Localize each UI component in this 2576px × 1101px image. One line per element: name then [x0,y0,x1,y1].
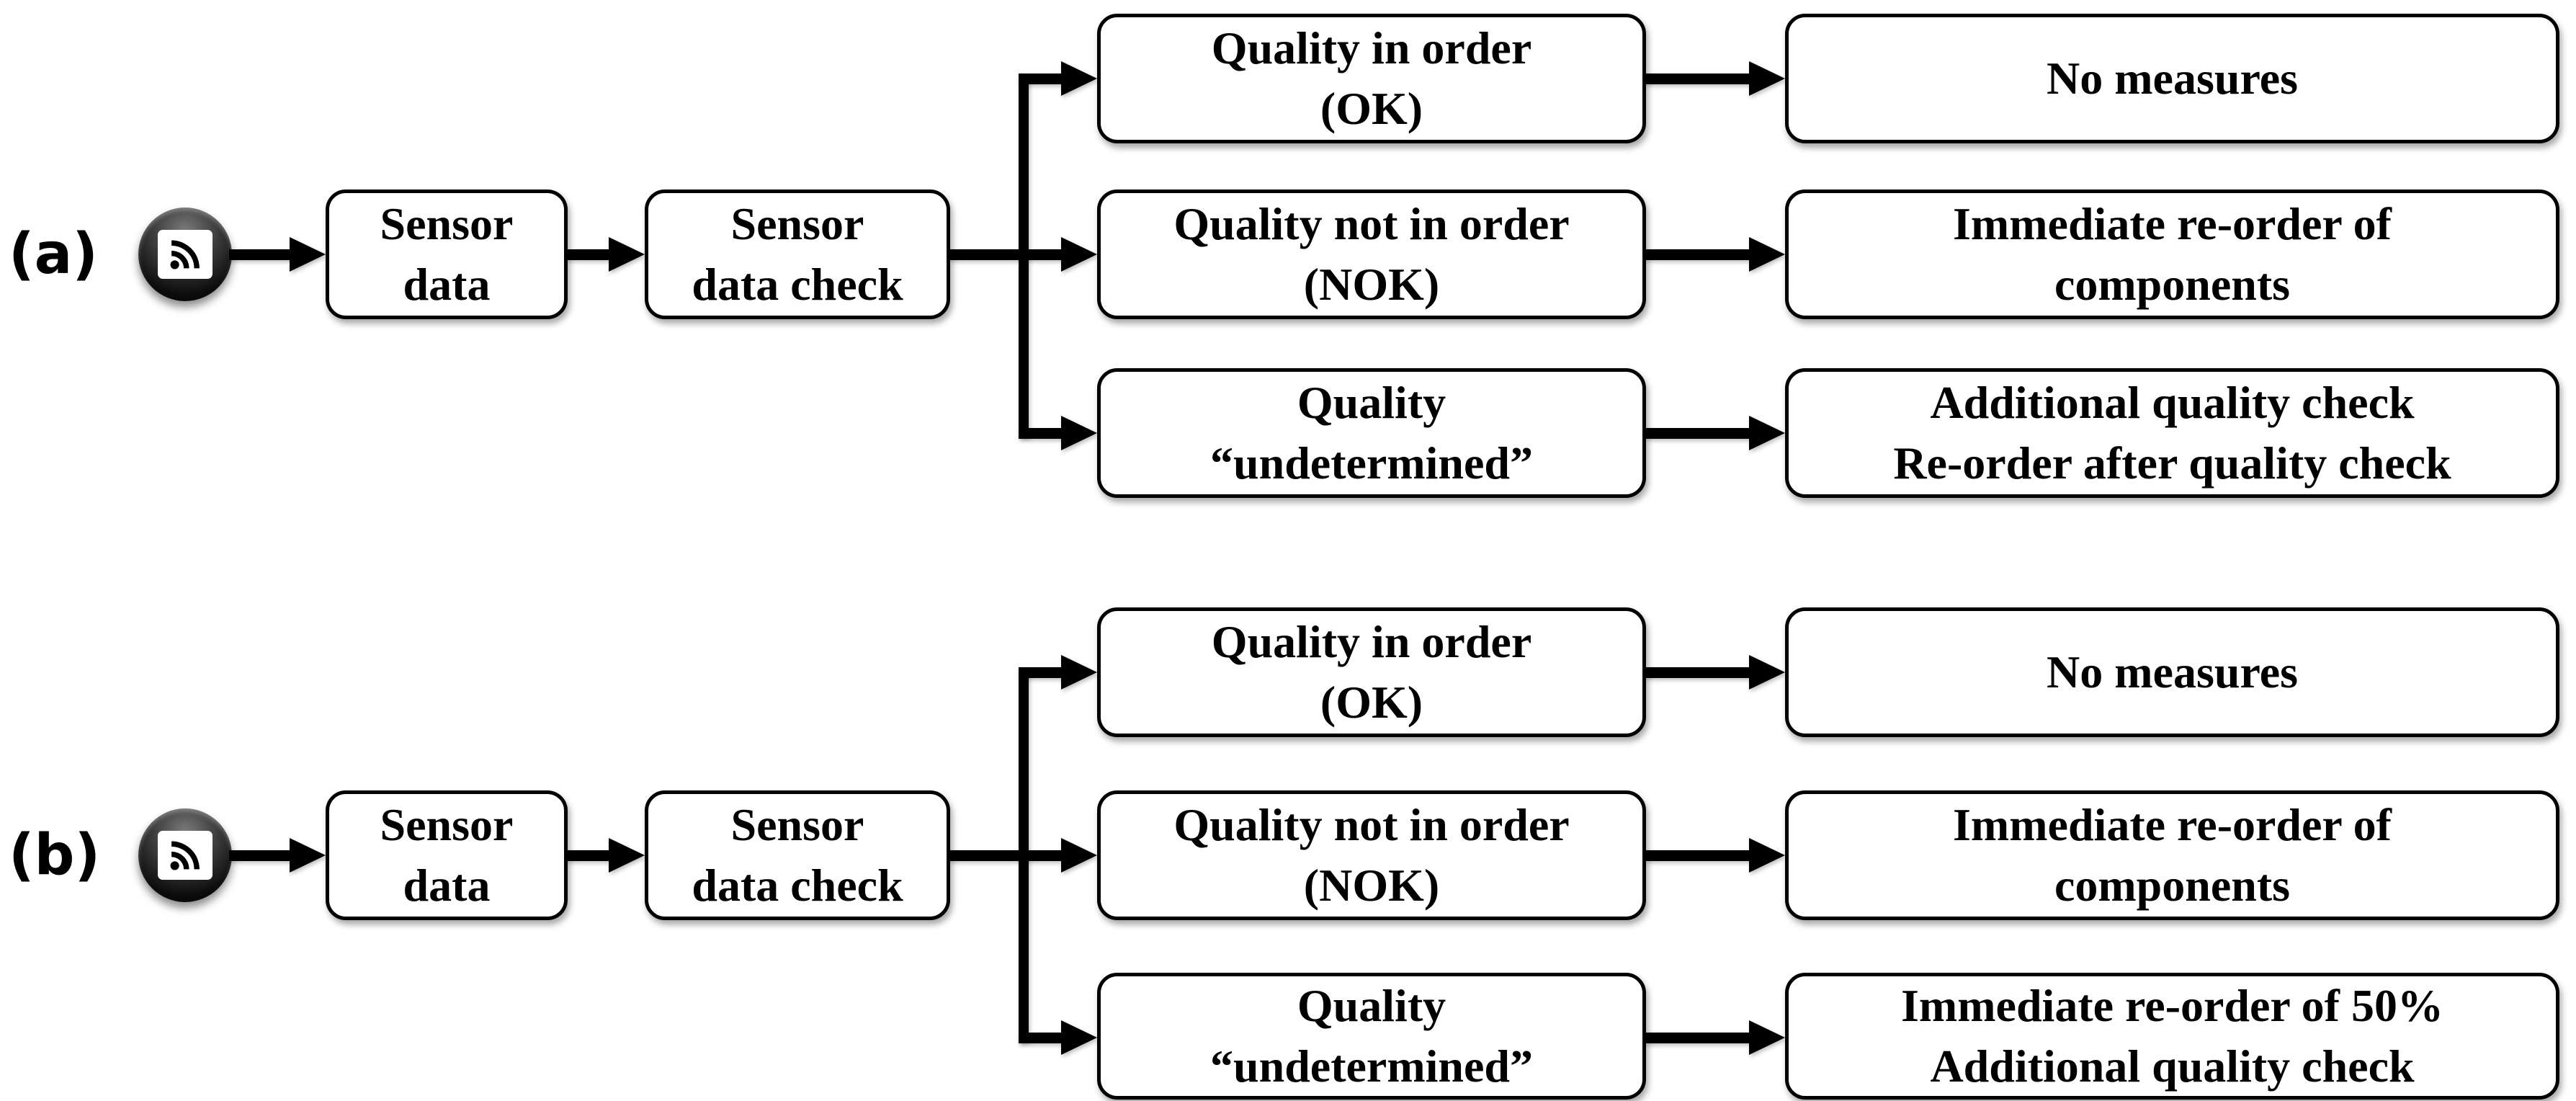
immediate-reorder-box: Immediate re-order of components [1785,190,2559,319]
rss-icon [158,831,213,880]
box-line: components [2054,860,2291,911]
section-b-label: (b) [9,823,101,888]
box-line: data [403,259,491,310]
arrow-ok-to-action [1645,61,1785,96]
box-line: (OK) [1320,677,1423,728]
box-line: (NOK) [1303,860,1440,911]
box-line: No measures [2047,646,2298,697]
arrow-undetermined-to-action [1645,416,1785,450]
box-line: “undetermined” [1210,1040,1533,1092]
box-line: (NOK) [1303,259,1440,310]
arrow-branch-to-ok [1019,61,1097,96]
additional-check-box: Additional quality check Re-order after … [1785,368,2559,498]
box-line: Additional quality check [1930,1040,2415,1092]
arrow-branch-to-ok [1019,655,1097,690]
sensor-data-box: Sensor data [326,790,568,920]
box-line: Sensor [730,798,864,850]
box-line: Re-order after quality check [1893,437,2451,489]
no-measures-box: No measures [1785,14,2559,143]
box-line: Additional quality check [1930,376,2415,428]
arrow-sensor-to-data [229,838,326,873]
branch-line [1019,668,1029,1042]
box-line: Immediate re-order of 50% [1901,979,2443,1031]
box-line: Quality [1297,979,1446,1031]
sensor-data-check-box: Sensor data check [645,190,950,319]
reorder-50-box: Immediate re-order of 50% Additional qua… [1785,973,2559,1100]
box-line: data [403,860,491,911]
box-line: Sensor [380,798,514,850]
quality-undetermined-box: Quality “undetermined” [1097,368,1646,498]
arrow-check-to-nok [949,237,1097,272]
box-line: Immediate re-order of [1953,197,2392,249]
quality-ok-box: Quality in order (OK) [1097,607,1646,737]
rss-sensor-icon [138,208,232,301]
arrow-ok-to-action [1645,655,1785,690]
box-line: Quality in order [1211,22,1532,73]
quality-nok-box: Quality not in order (NOK) [1097,190,1646,319]
rss-icon [158,230,213,279]
branch-line [1019,74,1029,437]
box-line: Immediate re-order of [1953,798,2392,850]
sensor-data-box: Sensor data [326,190,568,319]
section-a-label: (a) [9,222,98,287]
sensor-data-check-box: Sensor data check [645,790,950,920]
arrow-nok-to-action [1645,838,1785,873]
arrow-data-to-check [566,237,645,272]
rss-sensor-icon [138,808,232,902]
arrow-undetermined-to-action [1645,1020,1785,1055]
box-line: (OK) [1320,83,1423,134]
box-line: data check [692,259,903,310]
quality-ok-box: Quality in order (OK) [1097,14,1646,143]
arrow-branch-to-undetermined [1019,1020,1097,1055]
box-line: components [2054,259,2291,310]
box-line: No measures [2047,52,2298,104]
box-line: Quality not in order [1173,197,1570,249]
box-line: Quality not in order [1173,798,1570,850]
no-measures-box: No measures [1785,607,2559,737]
arrow-data-to-check [566,838,645,873]
quality-nok-box: Quality not in order (NOK) [1097,790,1646,920]
box-line: Quality [1297,376,1446,428]
box-line: data check [692,860,903,911]
box-line: “undetermined” [1210,437,1533,489]
arrow-branch-to-undetermined [1019,416,1097,450]
quality-undetermined-box: Quality “undetermined” [1097,973,1646,1100]
box-line: Sensor [380,197,514,249]
box-line: Sensor [730,197,864,249]
arrow-sensor-to-data [229,237,326,272]
box-line: Quality in order [1211,615,1532,667]
arrow-check-to-nok [949,838,1097,873]
immediate-reorder-box: Immediate re-order of components [1785,790,2559,920]
arrow-nok-to-action [1645,237,1785,272]
